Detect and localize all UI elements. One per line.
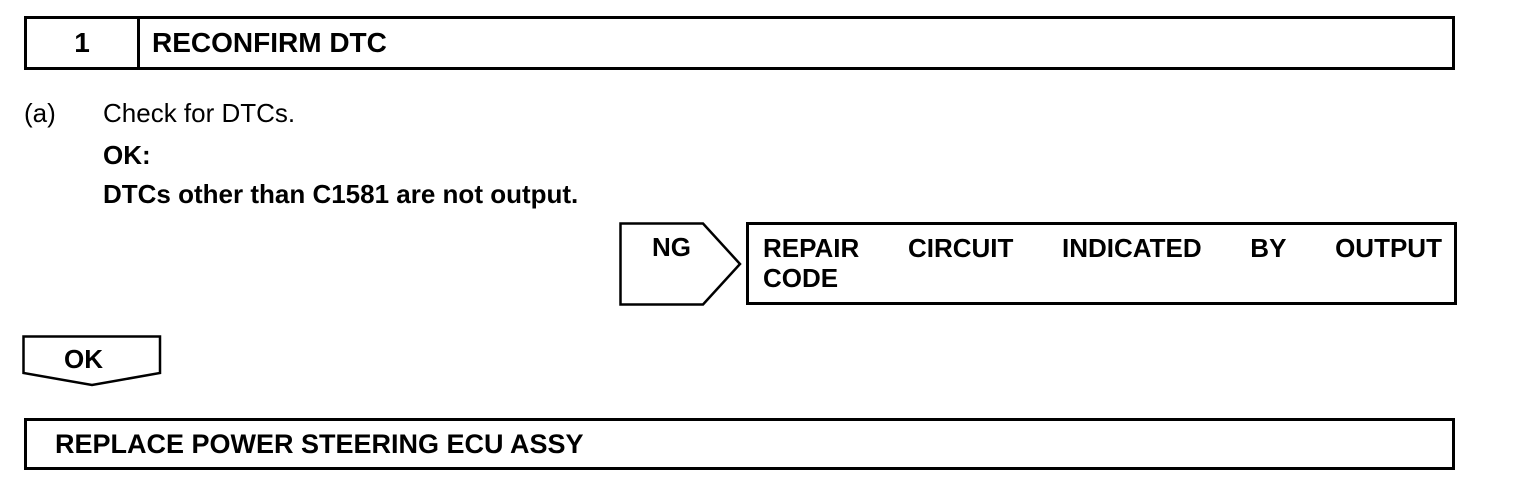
step-number: 1 [27,19,140,67]
ng-result-line1: REPAIR CIRCUIT INDICATED BY OUTPUT [763,233,1442,263]
ng-result-box: REPAIR CIRCUIT INDICATED BY OUTPUT CODE [746,222,1457,305]
ng-result-line2: CODE [763,263,839,293]
ok-arrow-icon [22,335,162,387]
ng-result-word: BY [1250,233,1287,263]
ng-result-word: OUTPUT [1335,233,1442,263]
final-action-box: REPLACE POWER STEERING ECU ASSY [24,418,1455,470]
ng-arrow-icon [619,222,742,306]
ng-result-word: REPAIR [763,233,860,263]
ng-result-word: CIRCUIT [907,233,1014,263]
ok-condition: DTCs other than C1581 are not output. [103,179,579,209]
step-header: 1 RECONFIRM DTC [24,16,1455,70]
instruction-text: Check for DTCs. [103,98,296,128]
ok-heading: OK: [103,140,151,170]
step-title: RECONFIRM DTC [152,27,387,58]
ok-label: OK [64,344,103,374]
ng-result-word: INDICATED [1062,233,1202,263]
ng-label: NG [652,232,691,262]
instruction-marker: (a) [24,98,56,128]
final-action-text: REPLACE POWER STEERING ECU ASSY [55,428,584,459]
